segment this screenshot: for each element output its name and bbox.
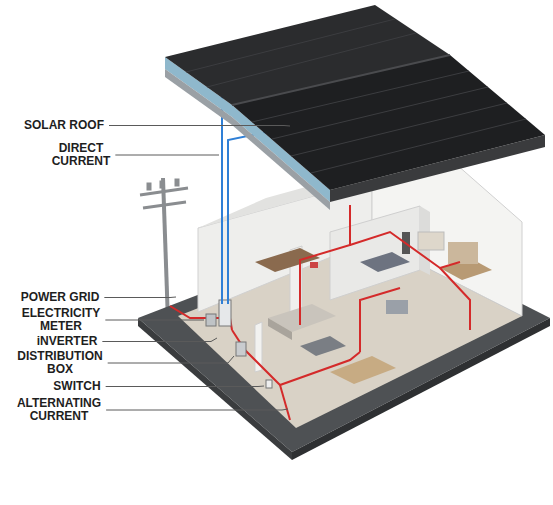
illustration-part <box>219 300 231 326</box>
illustration-part <box>272 87 488 139</box>
illustration-part <box>232 55 545 190</box>
illustration-part <box>252 71 469 122</box>
part-label: ELECTRICITY METER <box>8 307 114 333</box>
leader-line <box>102 338 217 342</box>
part-label: iNVERTER <box>20 335 114 348</box>
utility-pole <box>140 178 188 322</box>
part-label: DIRECT CURRENT <box>46 142 116 168</box>
illustration-part <box>448 242 478 264</box>
illustration-part <box>268 318 292 340</box>
illustration-part <box>266 380 272 388</box>
illustration-part <box>186 19 395 72</box>
illustration-part <box>232 55 450 105</box>
illustration-part <box>440 268 470 330</box>
part-label: ALTERNATING CURRENT <box>4 397 114 423</box>
leader-line <box>109 125 290 127</box>
illustration-part <box>236 342 246 356</box>
illustration-part <box>186 19 526 173</box>
illustration-part <box>300 336 346 356</box>
part-label: SOLAR ROOF <box>10 119 118 132</box>
leader-line <box>115 155 219 156</box>
part-label: DISTRIBUTION BOX <box>6 350 114 376</box>
illustration-part <box>206 314 216 326</box>
leader-line <box>106 386 264 388</box>
illustration-part <box>147 183 151 190</box>
illustration-part <box>311 119 526 173</box>
part-label: POWER GRID <box>6 291 114 304</box>
illustration-part <box>280 385 290 420</box>
electrical-boxes <box>206 300 272 388</box>
solar-roof <box>165 5 545 210</box>
leader-line <box>104 297 176 299</box>
illustration-part <box>175 179 179 186</box>
part-label: SWITCH <box>40 380 114 393</box>
illustration-part <box>418 232 444 250</box>
illustration-part <box>143 202 186 208</box>
illustration-part <box>160 181 164 188</box>
illustration-part <box>350 232 460 268</box>
leader-line <box>106 409 288 410</box>
ac-wiring <box>170 205 470 420</box>
illustration-part <box>310 262 318 268</box>
illustration-part <box>300 205 350 325</box>
leader-line <box>108 356 234 363</box>
illustration-part <box>255 248 320 272</box>
illustration-part <box>163 178 168 322</box>
illustration-part <box>207 33 416 87</box>
furniture <box>255 232 492 384</box>
illustration-part <box>221 88 223 304</box>
illustration-part <box>360 252 410 272</box>
illustration-part <box>330 206 420 300</box>
illustration-part <box>291 103 507 156</box>
leader-line <box>105 320 204 321</box>
illustration-part <box>386 300 408 314</box>
illustration-part <box>330 356 396 384</box>
illustration-part <box>232 330 360 385</box>
illustration-part <box>360 288 400 352</box>
